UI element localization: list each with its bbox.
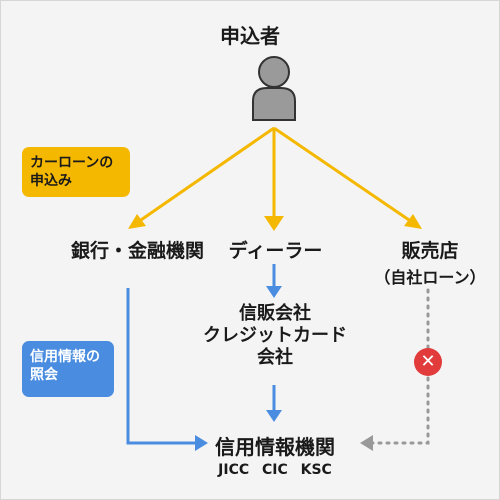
bank-label: 銀行・金融機関 <box>70 240 204 262</box>
credit-inquiry-tag: 信用情報の 照会 <box>22 341 114 397</box>
arrowhead-bureau-top <box>266 410 282 422</box>
inquiry-arrowheads <box>195 286 282 451</box>
arrow-bank-to-bureau <box>126 288 196 445</box>
no-inquiry-line <box>360 288 430 451</box>
arrowhead-dealer <box>264 216 284 231</box>
arrowhead-shop <box>404 214 422 229</box>
loan-application-tag: カーローンの 申込み <box>22 147 130 197</box>
inquiry-arrows <box>126 264 276 445</box>
arrowhead-bank <box>128 214 146 229</box>
credit-bureau-label: 信用情報機関 <box>215 435 335 459</box>
arrowhead-no-inquiry <box>360 435 373 451</box>
dealer-label: ディーラー <box>228 240 323 262</box>
credit-company-label: 信販会社 クレジットカード 会社 <box>203 303 347 368</box>
cross-icon: ✕ <box>414 348 442 376</box>
application-arrows <box>137 126 413 224</box>
arrow-to-bank <box>137 126 275 224</box>
arrow-to-shop <box>273 126 413 224</box>
person-icon <box>252 56 296 121</box>
applicant-label: 申込者 <box>220 24 280 48</box>
arrowhead-bureau-left <box>195 435 208 451</box>
arrowhead-credit <box>266 286 282 298</box>
credit-bureau-orgs: JICC CIC KSC <box>218 462 332 478</box>
application-arrowheads <box>128 214 422 231</box>
shop-inhouse-loan-label: （自社ローン） <box>374 268 486 287</box>
shop-label: 販売店 <box>401 240 459 262</box>
